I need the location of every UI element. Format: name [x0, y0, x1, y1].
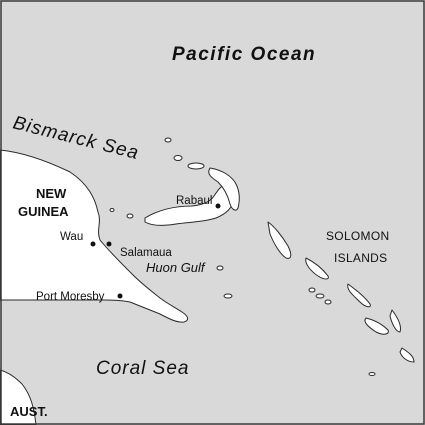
- solomon-island: [347, 283, 371, 308]
- port-moresby-marker: [117, 293, 123, 299]
- solomon-island: [364, 317, 389, 335]
- port-moresby-label: Port Moresby: [36, 291, 105, 303]
- australia-label: AUST.: [10, 404, 48, 419]
- small-island: [315, 293, 325, 299]
- salamaua-marker: [106, 241, 112, 247]
- small-island: [187, 162, 205, 170]
- coral-sea-label: Coral Sea: [96, 358, 190, 379]
- solomon-island: [399, 347, 415, 363]
- new-guinea-landmass: [0, 149, 189, 323]
- solomon-islands-label-line2: ISLANDS: [334, 251, 387, 265]
- small-island: [173, 155, 183, 161]
- small-island: [368, 372, 376, 376]
- new-ireland-island: [208, 167, 240, 211]
- new-guinea-label-line1: NEW: [36, 186, 67, 201]
- pacific-ocean-label: Pacific Ocean: [172, 44, 316, 65]
- small-island: [126, 213, 134, 219]
- small-island: [308, 287, 316, 293]
- new-guinea-label-line2: GUINEA: [18, 204, 69, 219]
- solomon-islands-label-line1: SOLOMON: [326, 229, 389, 243]
- salamaua-label: Salamaua: [120, 247, 172, 259]
- rabaul-marker: [215, 203, 221, 209]
- small-island: [223, 293, 233, 299]
- wau-marker: [90, 241, 96, 247]
- solomon-island: [305, 257, 329, 280]
- small-island: [324, 299, 332, 305]
- wau-label: Wau: [60, 231, 83, 243]
- huon-gulf-label: Huon Gulf: [146, 260, 206, 275]
- australia-landmass: [0, 369, 37, 425]
- rabaul-label: Rabaul: [176, 195, 212, 207]
- small-island: [164, 137, 172, 143]
- small-island: [216, 265, 224, 271]
- solomon-island: [389, 309, 401, 333]
- bougainville-island: [267, 221, 292, 259]
- small-island: [109, 208, 115, 212]
